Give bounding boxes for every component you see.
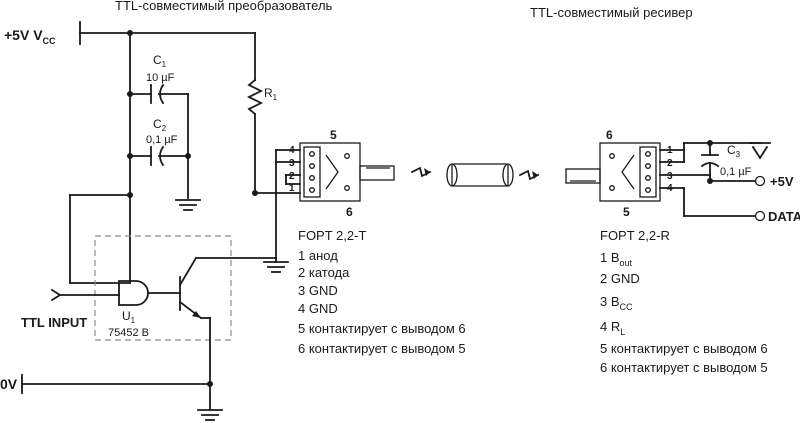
data-terminal	[754, 210, 766, 222]
transmitter-pin-4: 4	[289, 145, 295, 156]
svg-text:R1: R1	[264, 86, 278, 102]
supply-label: +5V V	[4, 27, 43, 43]
c3-label-subscript: 3	[736, 150, 741, 159]
transmitter-wiring	[254, 149, 301, 259]
supply-rail: +5V VCC	[4, 21, 256, 46]
c1-label-subscript: 1	[162, 60, 167, 69]
receiver-pin-desc-6: 6 контактирует с выводом 5	[600, 360, 768, 375]
svg-text:C2: C2	[153, 117, 167, 133]
receiver-wiring	[659, 140, 761, 217]
transmitter-pin-desc-1: 1 анод	[298, 248, 338, 263]
transmitter-pin-desc-3: 3 GND	[298, 283, 338, 298]
output-data-label: DATA	[768, 209, 800, 224]
output-supply-label: +5V	[770, 174, 794, 189]
transmitter-title: TTL-совместимый преобразователь	[115, 0, 333, 13]
capacitor-c3: C3 0,1 µF	[700, 142, 752, 178]
svg-text:1 Bout: 1 Bout	[600, 250, 633, 268]
feedback-wires	[69, 194, 131, 284]
receiver-pin-desc-3-subscript: CC	[620, 302, 633, 312]
svg-text:3 BCC: 3 BCC	[600, 294, 633, 312]
supply-label-subscript: CC	[43, 36, 56, 46]
ground-rail: 0V	[0, 374, 211, 394]
c3-value: 0,1 µF	[720, 166, 752, 178]
svg-text:+5V VCC: +5V VCC	[4, 27, 56, 46]
c1-value: 10 µF	[146, 72, 175, 84]
transmitter-module-name: FOPT 2,2-T	[298, 228, 366, 243]
transmitter-module: 5 6 4 3 2 1	[289, 128, 395, 219]
transmitter-pin-bottom: 6	[346, 205, 353, 219]
transmitter-pin-top: 5	[330, 128, 337, 142]
transmitter-pin-desc-4: 4 GND	[298, 301, 338, 316]
transmitter-legend: FOPT 2,2-T 1 анод 2 катода 3 GND 4 GND 5…	[298, 228, 466, 356]
transmitter-pin-desc-6: 6 контактирует с выводом 5	[298, 341, 466, 356]
u1-part-number: 75452 B	[108, 327, 149, 339]
ground-symbol-receiver	[749, 142, 771, 160]
ground-rail-label: 0V	[0, 376, 18, 392]
r1-label-subscript: 1	[273, 93, 278, 102]
supply-terminal	[754, 175, 766, 187]
ground-symbol-bottom	[197, 409, 223, 421]
receiver-pin-bottom: 5	[623, 205, 630, 219]
receiver-module: 6 5 1 2 3 4	[565, 128, 673, 219]
svg-text:C3: C3	[727, 143, 741, 159]
receiver-pin-desc-1-subscript: out	[620, 258, 633, 268]
output-terminals: +5V DATA	[754, 174, 800, 224]
capacitor-c2: C2 0,1 µF	[129, 117, 189, 167]
r1-label: R	[264, 86, 273, 100]
receiver-pin-desc-1: 1 B	[600, 250, 620, 265]
receiver-pin-desc-3: 3 B	[600, 294, 620, 309]
c2-label: C	[153, 117, 162, 131]
receiver-module-name: FOPT 2,2-R	[600, 228, 670, 243]
svg-text:4 RL: 4 RL	[600, 319, 625, 337]
svg-text:C1: C1	[153, 53, 167, 69]
ground-symbol-caps	[175, 199, 201, 211]
transmitter-pin-3: 3	[289, 158, 295, 169]
ttl-input-label: TTL INPUT	[21, 315, 87, 330]
receiver-pin-2: 2	[667, 158, 673, 169]
u1-label: U	[122, 309, 131, 323]
transmitter-pin-2: 2	[289, 171, 295, 182]
c2-label-subscript: 2	[162, 124, 167, 133]
ttl-input: TTL INPUT	[21, 288, 120, 330]
transmitter-pin-desc-2: 2 катода	[298, 265, 350, 280]
c2-value: 0,1 µF	[146, 134, 178, 146]
receiver-pin-desc-5: 5 контактирует с выводом 6	[600, 341, 768, 356]
receiver-pin-3: 3	[667, 171, 673, 182]
svg-text:U1: U1	[122, 309, 136, 325]
receiver-pin-desc-4-subscript: L	[620, 327, 625, 337]
receiver-pin-desc-4: 4 R	[600, 319, 620, 334]
u1-label-subscript: 1	[131, 316, 136, 325]
c3-label: C	[727, 143, 736, 157]
receiver-legend: FOPT 2,2-R 1 Bout 2 GND 3 BCC 4 RL 5 кон…	[600, 228, 768, 375]
capacitor-branch	[127, 30, 191, 284]
resistor-r1: R1	[246, 32, 278, 196]
capacitor-c1: C1 10 µF	[129, 53, 189, 105]
fiber-link	[410, 163, 540, 187]
c1-label: C	[153, 53, 162, 67]
receiver-pin-desc-2: 2 GND	[600, 271, 640, 286]
driver-u1: U1 75452 B	[94, 235, 277, 411]
ground-symbol-transmitter	[263, 257, 289, 273]
receiver-title: TTL-совместимый ресивер	[530, 5, 693, 20]
transmitter-pin-1: 1	[289, 183, 295, 194]
receiver-pin-top: 6	[606, 128, 613, 142]
transmitter-pin-desc-5: 5 контактирует с выводом 6	[298, 321, 466, 336]
